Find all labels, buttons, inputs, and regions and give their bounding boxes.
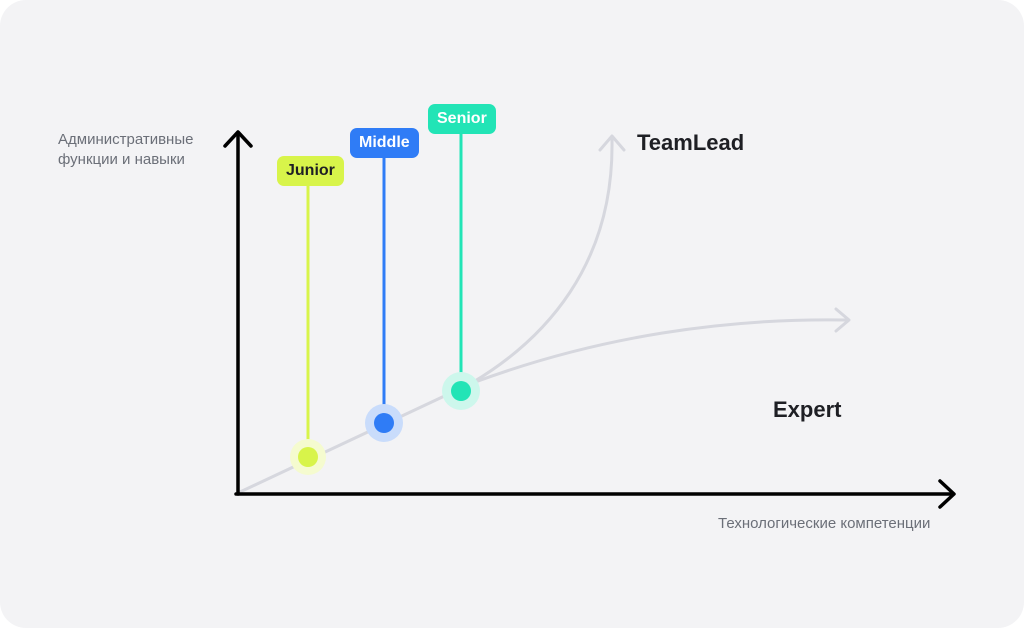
- x-axis-label: Технологические компетенции: [718, 515, 931, 532]
- senior-badge: Senior: [428, 104, 496, 134]
- junior-marker: [298, 447, 318, 467]
- middle-badge: Middle: [350, 128, 419, 158]
- expert-track-label: Expert: [773, 397, 842, 422]
- x-axis-arrow-icon: [938, 479, 956, 509]
- expert-arrow-icon: [834, 307, 851, 333]
- teamlead-arrow-icon: [598, 134, 626, 152]
- teamlead-curve: [468, 138, 614, 386]
- senior-marker: [451, 381, 471, 401]
- y-axis-label: Административные функции и навыки: [58, 131, 194, 168]
- teamlead-track-label: TeamLead: [637, 130, 745, 155]
- y-axis-arrow-icon: [223, 130, 253, 148]
- junior-badge: Junior: [277, 156, 344, 186]
- base-growth-curve: [238, 382, 472, 494]
- middle-marker: [374, 413, 394, 433]
- expert-curve: [468, 318, 848, 386]
